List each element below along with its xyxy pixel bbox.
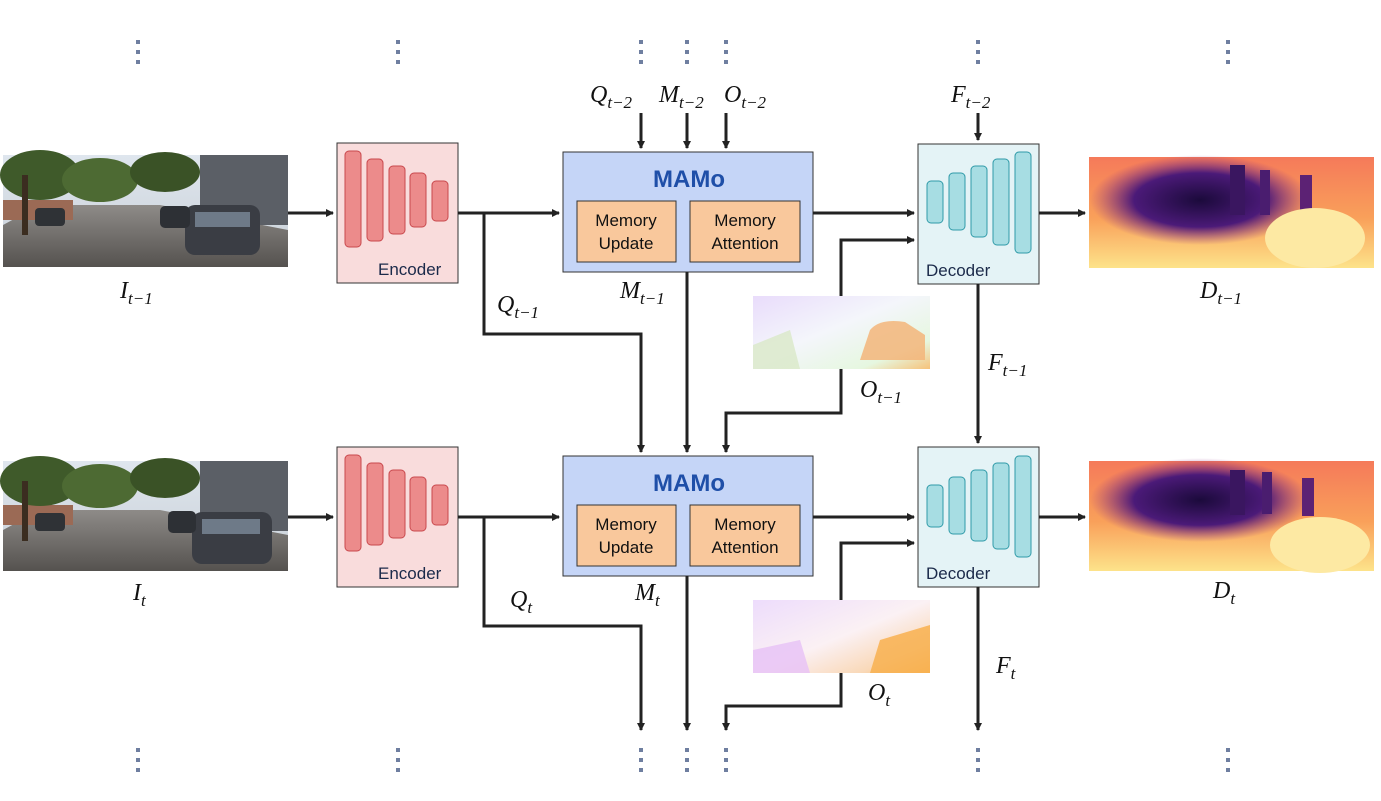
decoder-t-1: Decoder (917, 143, 1040, 285)
q-t-label: Qt (510, 587, 533, 617)
encoder-label: Encoder (378, 564, 442, 583)
decoder-label: Decoder (926, 261, 991, 280)
o-t1-label: Ot−1 (860, 377, 902, 407)
row-t-minus-1: It−1 Encoder MAMo Memory Update Memory A… (0, 142, 1374, 407)
q-t2-label: Qt−2 (590, 82, 633, 112)
dots-top (136, 40, 1230, 64)
m-t1-label: Mt−1 (619, 278, 665, 308)
mamo-title: MAMo (653, 166, 725, 193)
dots-bottom (136, 748, 1230, 772)
depth-image-t (1089, 458, 1374, 573)
o-t2-label: Ot−2 (724, 82, 767, 112)
svg-text:Update: Update (599, 234, 654, 253)
input-image-t-1 (0, 150, 288, 267)
encoder-t-1: Encoder (336, 142, 459, 284)
mamo-title: MAMo (653, 470, 725, 497)
svg-text:Memory: Memory (714, 515, 776, 534)
memory-attention-box (689, 504, 801, 567)
encoder-label: Encoder (378, 260, 442, 279)
memory-update-box (576, 200, 677, 263)
svg-text:Attention: Attention (711, 538, 778, 557)
memory-attention-box (689, 200, 801, 263)
f-t2-label: Ft−2 (950, 82, 991, 112)
connections (288, 113, 1086, 731)
depth-image-t-1 (1089, 155, 1374, 268)
o-t-label: Ot (868, 680, 891, 710)
svg-text:Update: Update (599, 538, 654, 557)
f-t1-label: Ft−1 (987, 350, 1027, 380)
row-t: It Encoder MAMo Memory Update Memory Att… (0, 446, 1374, 710)
input-image-t (0, 456, 288, 571)
m-t2-label: Mt−2 (658, 82, 704, 112)
svg-text:Attention: Attention (711, 234, 778, 253)
q-t1-label: Qt−1 (497, 292, 539, 322)
svg-text:Memory: Memory (714, 211, 776, 230)
d-t-label: Dt (1212, 578, 1236, 608)
mamo-block-t-1: MAMo Memory Update Memory Attention (562, 151, 814, 273)
encoder-t: Encoder (336, 446, 459, 588)
m-t-label: Mt (634, 580, 661, 610)
svg-text:Memory: Memory (595, 211, 657, 230)
continuation-dots (136, 40, 1230, 772)
mamo-block-t: MAMo Memory Update Memory Attention (562, 455, 814, 577)
input-label-t-1: It−1 (119, 278, 153, 308)
f-t-label: Ft (995, 653, 1017, 683)
svg-text:Memory: Memory (595, 515, 657, 534)
input-label-t: It (132, 580, 147, 610)
flow-image-t (753, 600, 930, 673)
decoder-t: Decoder (917, 446, 1040, 588)
flow-image-t-1 (753, 296, 930, 369)
d-t1-label: Dt−1 (1199, 278, 1242, 308)
decoder-label: Decoder (926, 564, 991, 583)
top-inputs: Qt−2 Mt−2 Ot−2 Ft−2 (590, 82, 991, 112)
memory-update-box (576, 504, 677, 567)
